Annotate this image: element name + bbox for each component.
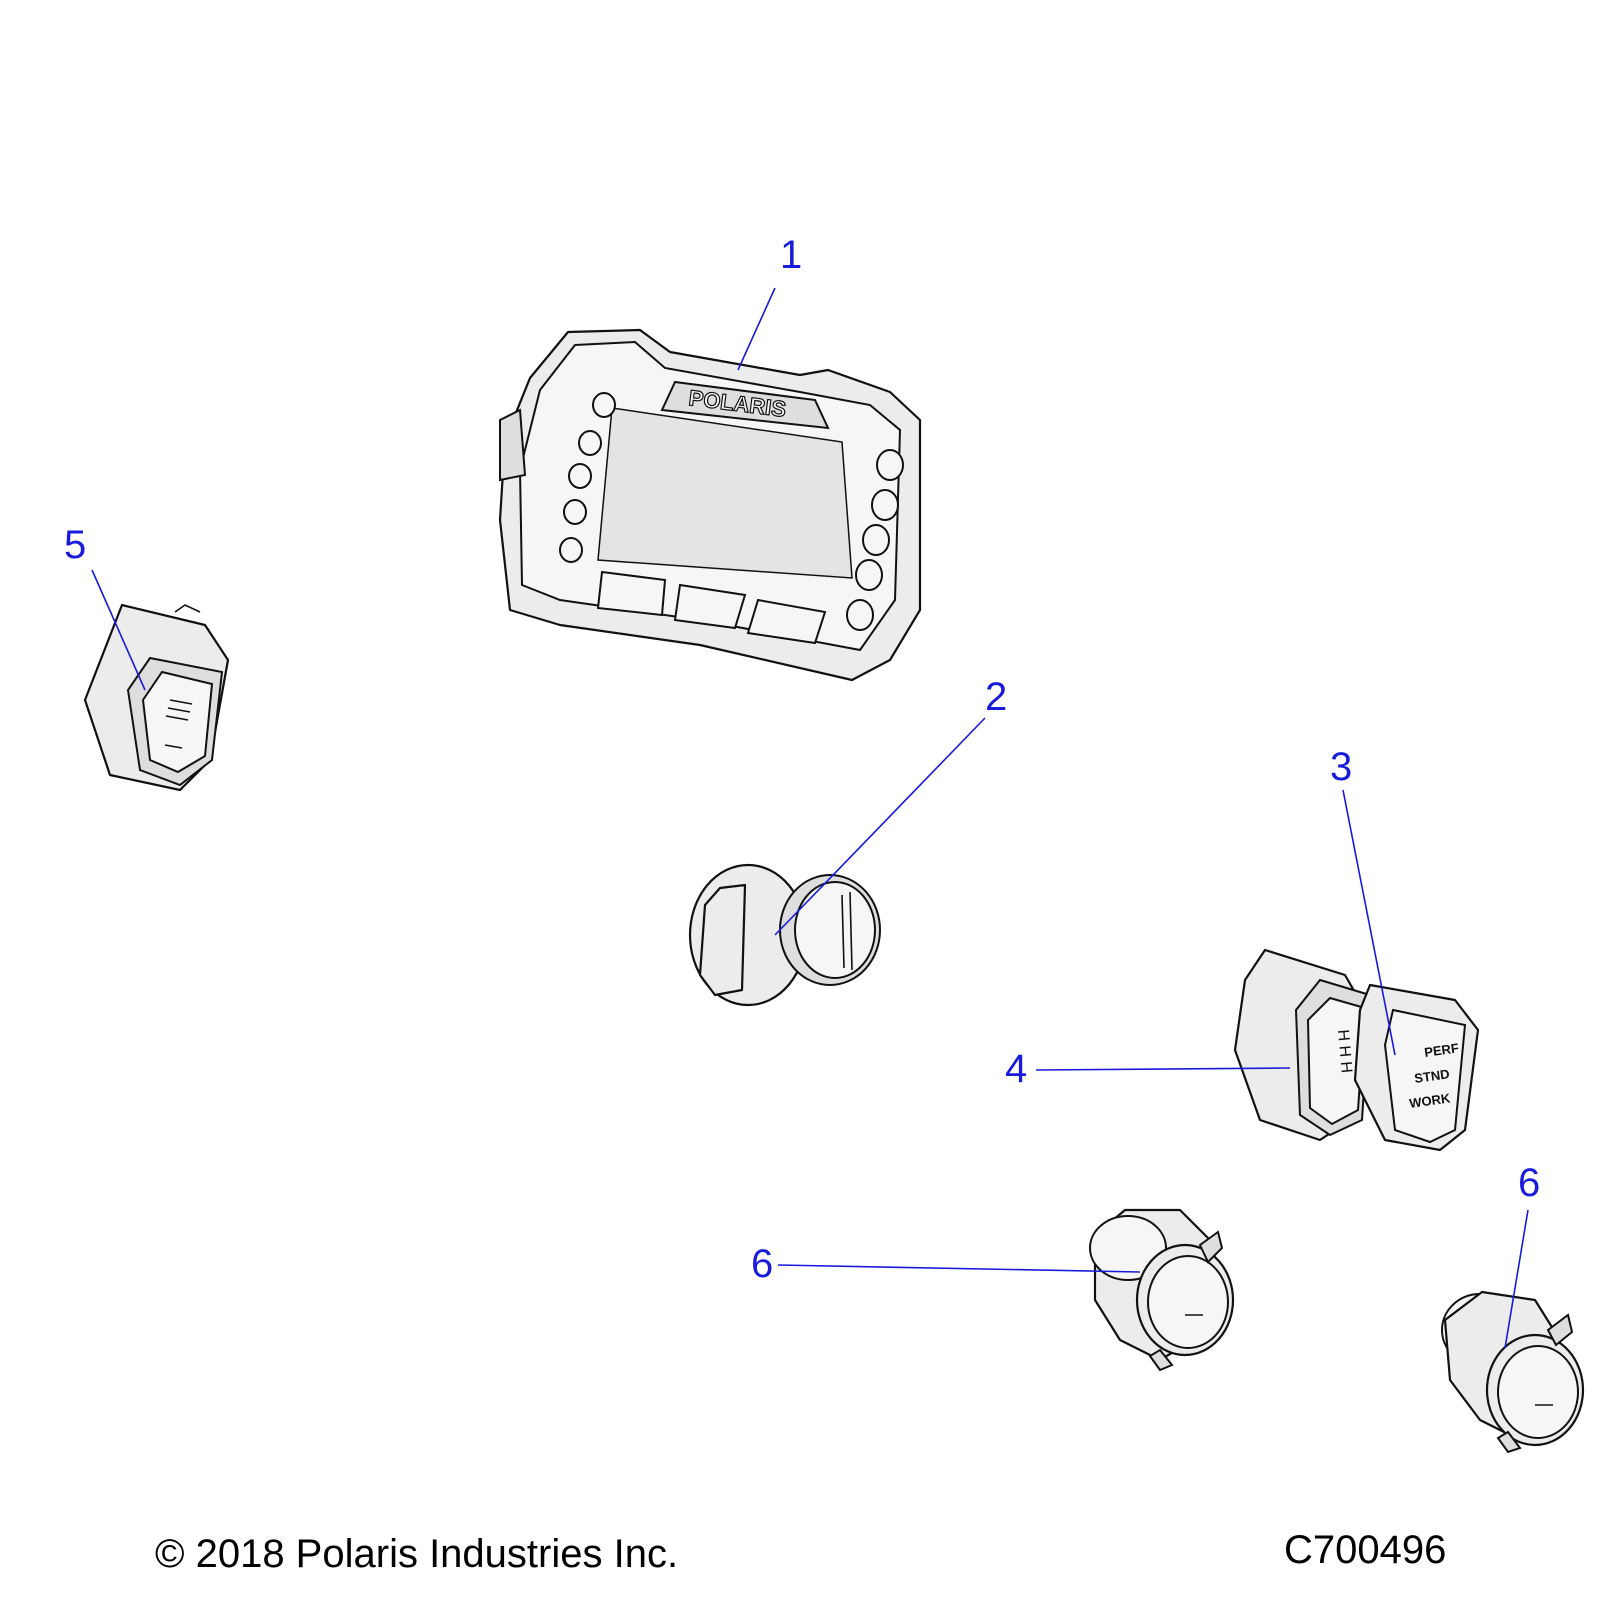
part-ignition-switch bbox=[688, 863, 881, 1007]
copyright-text: © 2018 Polaris Industries Inc. bbox=[155, 1532, 679, 1576]
callout-number: 2 bbox=[985, 675, 1007, 719]
part-instrument-cluster: POLARIS bbox=[498, 328, 922, 682]
callout-number: 6 bbox=[1518, 1161, 1540, 1205]
part-rocker-switch-4: H H H bbox=[1233, 948, 1372, 1142]
callout-number: 4 bbox=[1005, 1047, 1027, 1091]
callout-number: 6 bbox=[751, 1242, 773, 1286]
callout-number: 3 bbox=[1330, 745, 1352, 789]
svg-text:H H H: H H H bbox=[1334, 1029, 1355, 1074]
switch-label-stnd: STND bbox=[1413, 1066, 1450, 1086]
part-rocker-switch-5 bbox=[83, 603, 230, 792]
callout-leaders bbox=[91, 287, 1529, 1349]
part-rocker-switch-3: PERF STND WORK bbox=[1353, 983, 1480, 1152]
callout-number: 1 bbox=[780, 233, 802, 277]
callout-number: 5 bbox=[64, 523, 86, 567]
part-power-outlet-6b bbox=[1441, 1290, 1585, 1454]
switch-label-work: WORK bbox=[1408, 1090, 1451, 1111]
drawing-id: C700496 bbox=[1284, 1528, 1447, 1572]
part-power-outlet-6a bbox=[1089, 1208, 1235, 1372]
switch-label-perf: PERF bbox=[1423, 1040, 1459, 1060]
